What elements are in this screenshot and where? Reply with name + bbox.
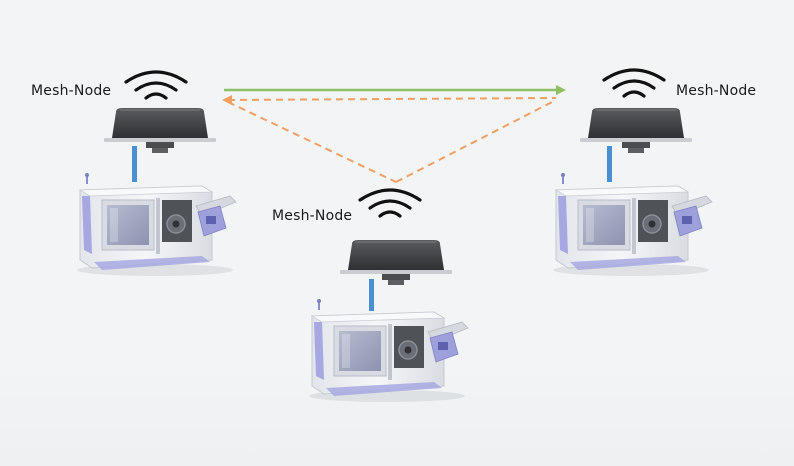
mesh-node-right xyxy=(552,68,713,277)
mesh-gateway-icon xyxy=(579,107,693,154)
link-left-center-dashed xyxy=(227,101,397,183)
mesh-node-center xyxy=(308,188,469,403)
mesh-gateway-icon xyxy=(339,239,453,286)
mesh-links xyxy=(222,85,566,183)
node-label-left: Mesh-Node xyxy=(31,83,112,99)
link-arrowhead-right xyxy=(556,85,566,95)
node-label-center: Mesh-Node xyxy=(272,208,353,224)
mesh-node-left xyxy=(76,70,237,277)
cnc-machine-icon xyxy=(76,172,237,277)
link-right-left-dashed xyxy=(227,97,557,101)
cnc-machine-icon xyxy=(308,298,469,403)
mesh-gateway-icon xyxy=(103,107,217,154)
wifi-signal-icon xyxy=(124,70,188,100)
node-label-right: Mesh-Node xyxy=(676,83,757,99)
mast xyxy=(132,146,137,182)
link-center-right-dashed xyxy=(395,99,557,183)
wifi-signal-icon xyxy=(358,188,422,218)
wifi-signal-icon xyxy=(602,68,666,98)
cnc-machine-icon xyxy=(552,172,713,277)
mast xyxy=(369,279,374,311)
mast xyxy=(607,146,612,182)
